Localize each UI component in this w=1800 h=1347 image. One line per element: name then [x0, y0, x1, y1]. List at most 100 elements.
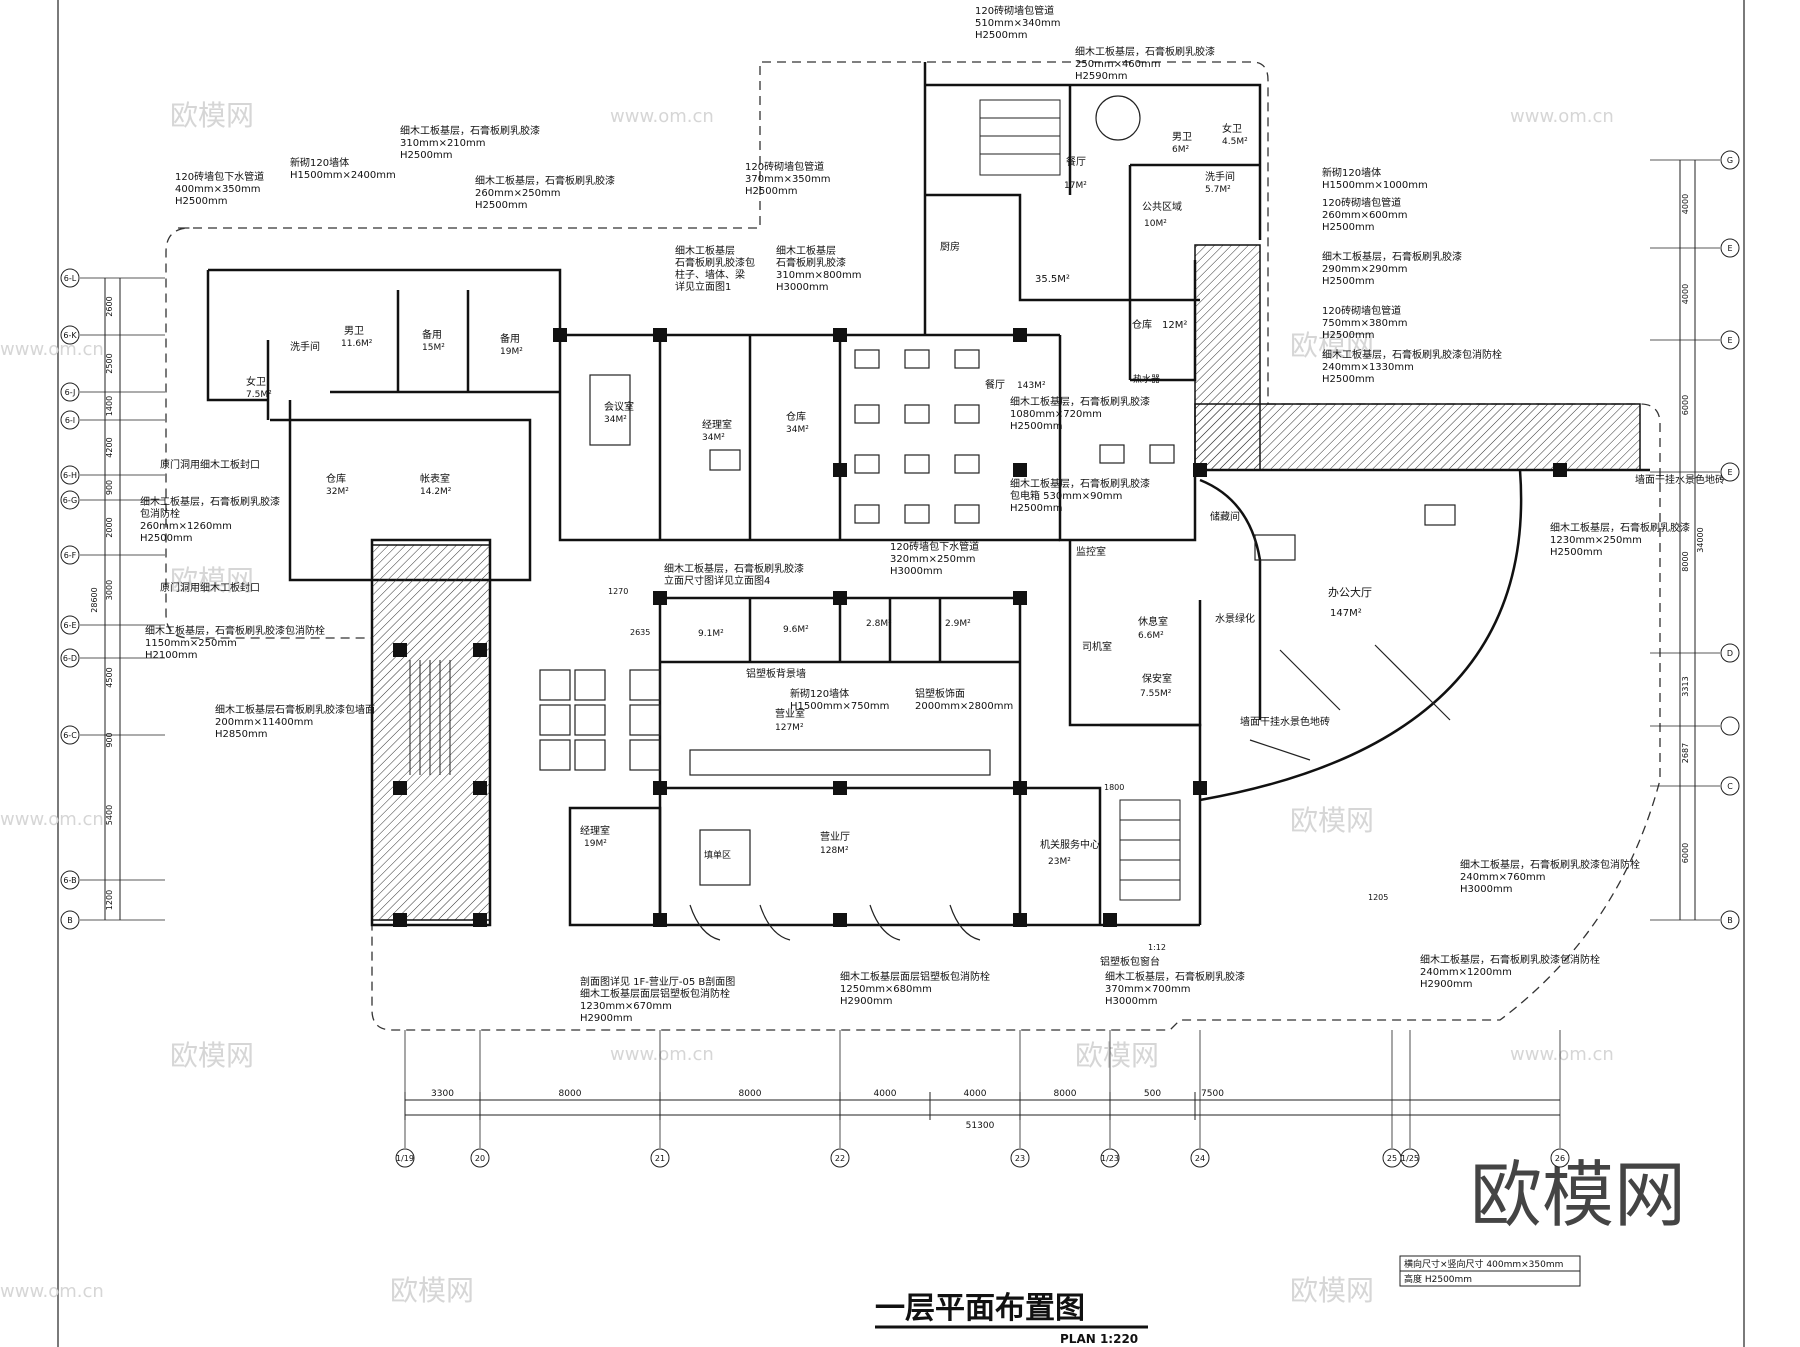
annotation-line: 240mm×1200mm [1420, 967, 1512, 978]
room-area: 2.9M² [945, 619, 971, 629]
building-outline [165, 61, 1661, 1031]
dimension-label: 900 [105, 480, 114, 495]
annotation-line: 1230mm×670mm [580, 1001, 672, 1012]
grid-bubble [1720, 776, 1740, 796]
room-area: 17M² [1064, 181, 1087, 191]
dimension-total: 34000 [1696, 527, 1705, 552]
dimension-label: 4200 [105, 437, 114, 457]
annotation-line: 1150mm×250mm [145, 638, 237, 649]
annotation-line: H2500mm [1010, 503, 1062, 514]
annotation-line: 200mm×11400mm [215, 717, 313, 728]
annotation-callout: 原门洞用细木工板封口 [160, 458, 260, 471]
grid-bubble [60, 615, 80, 635]
dimension-label: 2000 [105, 517, 114, 537]
dimension-label: 2600 [105, 296, 114, 316]
dimension-label: 5400 [105, 805, 114, 825]
grid-bubble-label: B [67, 916, 73, 925]
room-area: 6.6M² [1138, 631, 1164, 641]
annotation-line: 细木工板基层面层铝塑板包消防栓 [840, 970, 990, 983]
annotation-line: 1230mm×250mm [1550, 535, 1642, 546]
dimension-note: 1:12 [1148, 943, 1166, 952]
grid-bubble-label: 6-H [63, 471, 77, 480]
dimension-label: 1200 [105, 890, 114, 910]
annotation-line: 细木工板基层，石膏板刷乳胶漆 [140, 495, 280, 508]
watermark: 欧模网 [390, 1274, 474, 1307]
annotation-line: H3000mm [776, 282, 828, 293]
annotation-line: H2500mm [140, 533, 192, 544]
grid-bubble [60, 268, 80, 288]
room-name: 办公大厅 [1328, 585, 1372, 599]
dimension-total: 28600 [90, 587, 99, 612]
watermarks: 欧模网 www.om.cn www.om.cn www.om.cn 欧模网 欧模… [0, 99, 1686, 1307]
watermark-url: www.om.cn [1510, 106, 1614, 127]
annotation-line: H2500mm [1322, 374, 1374, 385]
room-area: 11.6M² [341, 339, 373, 349]
dimension-label: 8000 [1681, 551, 1690, 571]
room-name: 女卫 [246, 375, 266, 388]
room-name: 保安室 [1142, 672, 1172, 685]
annotation-line: H2900mm [580, 1013, 632, 1024]
annotation-line: 包电箱 530mm×90mm [1010, 489, 1122, 502]
annotation-line: 细木工板基层，石膏板刷乳胶漆包消防栓 [1322, 348, 1502, 361]
room-area: 9.1M² [698, 629, 724, 639]
annotation-line: 墙面干挂水景色地砖 [1240, 715, 1330, 728]
dimension-label: 4500 [105, 667, 114, 687]
annotation-line: H1500mm×2400mm [290, 170, 396, 181]
watermark-url: www.om.cn [0, 809, 104, 830]
room-name: 公共区域 [1142, 200, 1182, 213]
annotation-line: 细木工板基层石膏板刷乳胶漆包墙面 [215, 703, 375, 716]
room-area: 143M² [1017, 381, 1046, 391]
annotation-line: H2500mm [1322, 276, 1374, 287]
annotation-line: 细木工板基层，石膏板刷乳胶漆 [1010, 395, 1150, 408]
grid-bubble-label: 6-D [63, 654, 77, 663]
watermark-url: www.om.cn [0, 339, 104, 360]
annotation-line: 新砌120墙体 [1322, 166, 1381, 179]
annotation-line: 370mm×350mm [745, 174, 831, 185]
room-labels: 男卫 11.6M² 备用 15M² 备用 19M² 女卫 7.5M² 洗手间 仓… [246, 122, 1372, 867]
grid-bubble-label: 26 [1555, 1154, 1565, 1163]
annotation-line: H2900mm [1420, 979, 1472, 990]
annotation-line: H2500mm [1010, 421, 1062, 432]
grid-bubble-label: 1/19 [396, 1154, 414, 1163]
room-area: 6M² [1172, 145, 1189, 155]
grid-bubble-label: 22 [835, 1154, 845, 1163]
grid-bubble-label: 6-L [64, 274, 77, 283]
dining-tables [589, 95, 1175, 524]
room-area: 34M² [702, 433, 725, 443]
room-area: 9.6M² [783, 625, 809, 635]
grid-bubble [1720, 238, 1740, 258]
room-name: 会议室 [604, 400, 634, 413]
annotation-line: H3000mm [890, 566, 942, 577]
annotation-line: H2500mm [400, 150, 452, 161]
grid-bubble-label: 25 [1387, 1154, 1397, 1163]
grid-bubble-label: C [1727, 782, 1733, 791]
watermark: 欧模网 [170, 99, 254, 132]
room-area: 7.55M² [1140, 689, 1172, 699]
annotation-line: 240mm×1330mm [1322, 362, 1414, 373]
room-name: 帐表室 [420, 472, 450, 485]
dimension-label: 4000 [1681, 284, 1690, 304]
annotation-callout: 铝塑板背景墙 [746, 667, 806, 680]
dimension-label: 6000 [1681, 843, 1690, 863]
annotation-line: 柱子、墙体、梁 [675, 268, 745, 281]
annotation-line: H1500mm×750mm [790, 701, 889, 712]
grid-bubble-label: B [1727, 916, 1733, 925]
annotation-line: 310mm×800mm [776, 270, 862, 281]
annotation-line: H2100mm [145, 650, 197, 661]
watermark: 欧模网 [1290, 1274, 1374, 1307]
annotation-line: 细木工板基层，石膏板刷乳胶漆 [1105, 970, 1245, 983]
watermark: 欧模网 [170, 564, 254, 597]
room-name: 男卫 [1172, 131, 1192, 143]
annotation-line: H1500mm×1000mm [1322, 180, 1428, 191]
